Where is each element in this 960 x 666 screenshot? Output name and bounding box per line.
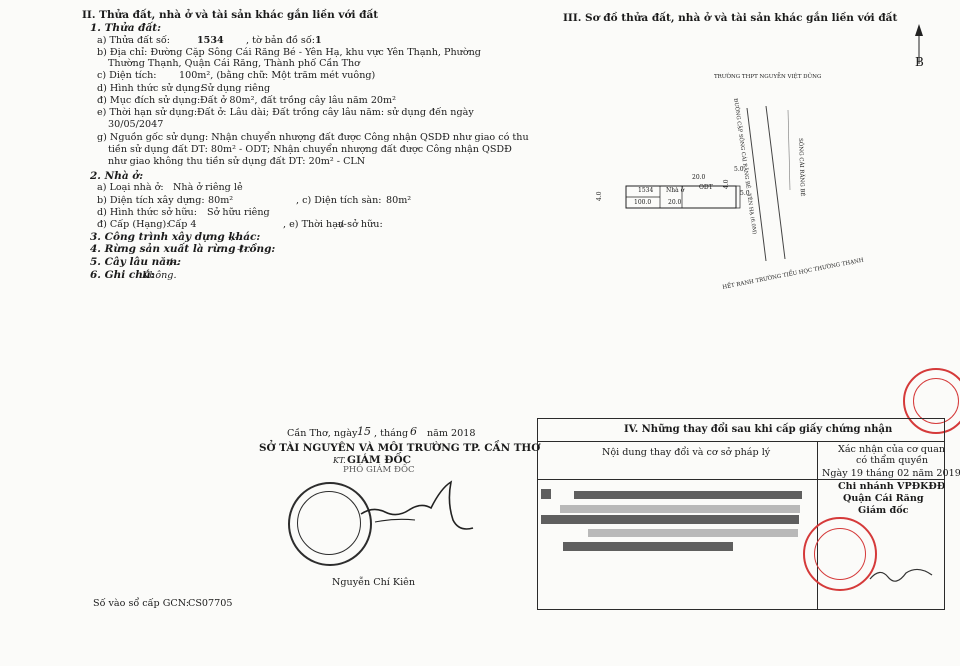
changes-title-row: IV. Những thay đổi sau khi cấp giấy chứn…: [538, 419, 944, 442]
map-dim-bottom: 20.0: [668, 199, 682, 206]
redacted-block: [574, 491, 802, 499]
map-dim-5b: 5.0: [740, 190, 750, 197]
map-sheet-value: 1: [315, 35, 322, 46]
signature-mark: [360, 480, 474, 530]
issuing-authority: SỞ TÀI NGUYÊN VÀ MÔI TRƯỜNG TP. CẦN THƠ: [259, 442, 541, 454]
changes-col-confirm-1: Xác nhận của cơ quan: [838, 444, 946, 455]
confirm-signature-mark: [869, 568, 933, 582]
sign-date-year: năm 2018: [427, 428, 476, 439]
changes-col-confirm-2: có thẩm quyền: [856, 455, 929, 466]
north-arrow-icon: [915, 24, 923, 64]
house-heading: 2. Nhà ở:: [90, 170, 144, 182]
parcel-diagram: [625, 105, 791, 262]
confirm-branch: Chi nhánh VPĐKĐĐ: [838, 481, 946, 492]
parcel-number-value: 1534: [197, 35, 224, 46]
parcel-number-label: a) Thửa đất số:: [97, 35, 170, 46]
confirm-title: Giám đốc: [858, 505, 909, 516]
registry-value: CS07705: [188, 598, 233, 609]
sign-date-day: 15: [357, 425, 371, 438]
address-line2: Thường Thạnh, Quận Cái Răng, Thành phố C…: [108, 58, 360, 69]
changes-title: IV. Những thay đổi sau khi cấp giấy chứn…: [624, 424, 893, 435]
redacted-block: [541, 515, 799, 524]
ownership-value: Sở hữu riêng: [207, 207, 270, 218]
note-value: Không.: [142, 270, 177, 281]
redacted-block: [560, 505, 800, 513]
grade-label: đ) Cấp (Hạng):: [97, 219, 170, 230]
usage-term-date: 30/05/2047: [108, 119, 164, 130]
map-dim-left: 4.0: [596, 191, 603, 201]
map-odt-label: ODT: [699, 184, 713, 191]
perennial-value: -/-.: [166, 257, 179, 268]
red-seal: [903, 368, 960, 434]
ownership-label: d) Hình thức sở hữu:: [97, 207, 197, 218]
redacted-block: [563, 542, 733, 551]
origin-line3: như giao không thu tiền sử dụng đất DT: …: [108, 156, 366, 167]
sign-date-month-label: , tháng: [374, 428, 409, 439]
map-dim-right: 4.0: [723, 179, 730, 189]
house-type-value: Nhà ở riêng lẻ: [173, 182, 243, 193]
usage-term-value: Đất ở: Lâu dài; Đất trồng cây lâu năm: s…: [197, 107, 474, 118]
director-title: GIÁM ĐỐC: [347, 454, 411, 466]
registry-label: Số vào sổ cấp GCN:: [93, 598, 190, 609]
area-label: c) Diện tích:: [97, 70, 157, 81]
origin-line1: g) Nguồn gốc sử dụng: Nhận chuyển nhượng…: [97, 132, 529, 143]
map-house-label: Nhà ở: [666, 187, 685, 194]
changes-header-row: [538, 441, 944, 480]
map-parcel-no: 1534: [638, 187, 654, 194]
director-prefix: KT.: [333, 456, 346, 465]
other-works-heading: 3. Công trình xây dựng khác:: [90, 231, 261, 243]
sign-date-prefix: Cần Thơ, ngày: [287, 428, 358, 439]
floor-area-label: , c) Diện tích sàn:: [296, 195, 382, 206]
origin-line2: tiền sử dụng đất DT: 80m² - ODT; Nhận ch…: [108, 144, 512, 155]
map-sheet-label: , tờ bản đồ số:: [246, 35, 315, 46]
redacted-block: [588, 529, 798, 537]
note-heading: 6. Ghi chú:: [90, 269, 155, 281]
confirmation-seal: [803, 517, 877, 591]
building-area-label: b) Diện tích xây dựng:: [97, 195, 205, 206]
land-heading: 1. Thửa đất:: [90, 22, 162, 34]
address-line1: b) Địa chỉ: Đường Cặp Sông Cái Răng Bé -…: [97, 47, 481, 58]
building-area-value: 80m²: [208, 195, 234, 206]
map-parcel-area: 100.0: [634, 199, 652, 206]
forest-heading: 4. Rừng sản xuất là rừng trồng:: [90, 243, 276, 255]
map-dim-5a: 5.0: [734, 166, 744, 173]
signer-name: Nguyễn Chí Kiên: [332, 577, 415, 588]
north-label: B: [915, 55, 924, 69]
confirm-date: Ngày 19 tháng 02 năm 2019: [822, 468, 960, 479]
deputy-title: PHÓ GIÁM ĐỐC: [343, 465, 415, 475]
ownership-term-value: -/-: [337, 219, 347, 230]
area-value: 100m², (bằng chữ: Một trăm mét vuông): [179, 70, 376, 81]
map-school-top: TRƯỜNG THPT NGUYỄN VIỆT DŨNG: [714, 74, 822, 80]
perennial-heading: 5. Cây lâu năm:: [90, 256, 182, 268]
changes-col-content: Nội dung thay đổi và cơ sở pháp lý: [602, 447, 771, 458]
confirm-district: Quận Cái Răng: [843, 493, 924, 504]
other-works-value: -/-.: [228, 232, 241, 243]
usage-form-value: Sử dụng riêng: [201, 83, 271, 94]
map-dim-top: 20.0: [692, 174, 706, 181]
floor-area-value: 80m²: [386, 195, 412, 206]
grade-value: Cấp 4: [168, 219, 197, 230]
forest-value: -/-.: [237, 244, 250, 255]
redacted-block: [541, 489, 551, 499]
sign-date-month: 6: [410, 425, 417, 438]
usage-purpose-label: đ) Mục đích sử dụng:: [97, 95, 201, 106]
official-stamp: [288, 482, 372, 566]
usage-form-label: d) Hình thức sử dụng:: [97, 83, 204, 94]
section-ii-title: II. Thửa đất, nhà ở và tài sản khác gắn …: [82, 9, 379, 21]
usage-term-label: e) Thời hạn sử dụng:: [97, 107, 198, 118]
usage-purpose-value: Đất ở 80m², đất trồng cây lâu năm 20m²: [200, 95, 396, 106]
section-iii-title: III. Sơ đồ thửa đất, nhà ở và tài sản kh…: [563, 12, 898, 24]
changes-table: IV. Những thay đổi sau khi cấp giấy chứn…: [537, 418, 960, 610]
ownership-term-label: , e) Thời hạn sở hữu:: [283, 219, 383, 230]
house-type-label: a) Loại nhà ở:: [97, 182, 164, 193]
